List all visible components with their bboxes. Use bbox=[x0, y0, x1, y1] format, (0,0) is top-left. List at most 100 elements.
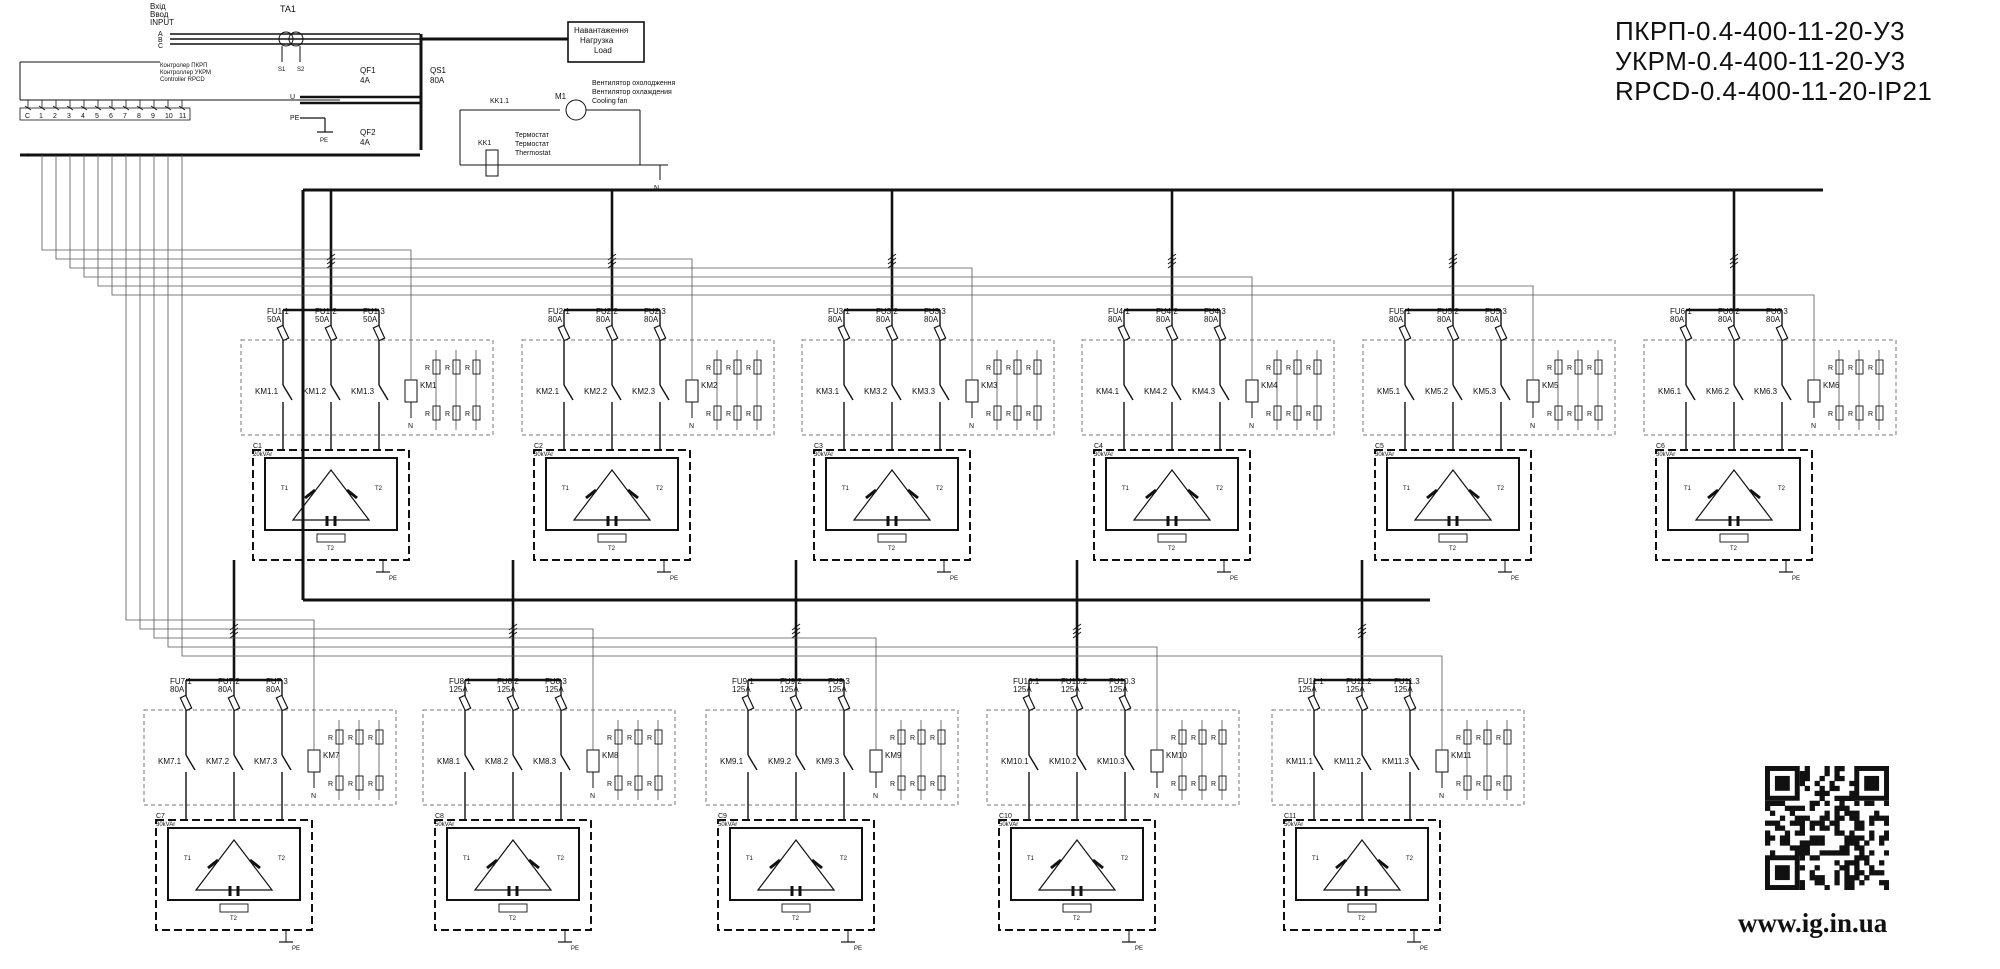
qr-module bbox=[1844, 795, 1850, 802]
contact-blade bbox=[464, 754, 475, 771]
fuse-label: FU2.3 bbox=[644, 307, 666, 316]
resistor bbox=[614, 775, 623, 791]
terminal-label: 6 bbox=[109, 113, 113, 120]
contact-blade bbox=[1313, 754, 1324, 771]
contact-label: KM2.1 bbox=[536, 387, 560, 396]
resistor-label: R bbox=[1496, 735, 1501, 742]
load-line3: Load bbox=[594, 46, 612, 55]
contact-label: KM8.1 bbox=[437, 757, 461, 766]
resistor-label: R bbox=[1006, 411, 1011, 418]
qr-module bbox=[1799, 845, 1805, 851]
qr-module bbox=[1779, 800, 1786, 806]
qr-module bbox=[1854, 820, 1860, 826]
resistor-label: R bbox=[1006, 365, 1011, 372]
qr-module bbox=[1794, 815, 1801, 821]
qr-module bbox=[1809, 835, 1815, 841]
capacitor-plate bbox=[627, 488, 639, 500]
fuse-rating: 125A bbox=[1346, 685, 1365, 694]
qr-module bbox=[1854, 810, 1860, 816]
qr-module bbox=[1794, 850, 1801, 856]
qr-module bbox=[1819, 840, 1825, 846]
qr-module bbox=[1869, 835, 1875, 841]
qr-module bbox=[1849, 835, 1855, 841]
qr-module bbox=[1849, 815, 1855, 821]
fuse-rating: 125A bbox=[780, 685, 799, 694]
qr-module bbox=[1834, 825, 1840, 831]
t2-label: T2 bbox=[1121, 856, 1129, 862]
qr-module bbox=[1819, 880, 1825, 886]
controller-line2: Контроллер УКРМ bbox=[160, 70, 211, 76]
fuse-label: FU11.1 bbox=[1298, 677, 1324, 686]
qr-finder-core bbox=[1774, 865, 1790, 881]
coil-n-label: N bbox=[311, 793, 316, 800]
capacitor-frame bbox=[1105, 457, 1239, 531]
qr-module bbox=[1799, 855, 1805, 861]
resistor bbox=[993, 359, 1002, 375]
resistor-label: R bbox=[1587, 365, 1592, 372]
capacitor-rating: 50kVAr bbox=[999, 822, 1018, 828]
control-wire bbox=[41, 155, 412, 380]
fuse-label: FU11.3 bbox=[1394, 677, 1420, 686]
qr-module bbox=[1774, 800, 1781, 806]
resistor-label: R bbox=[465, 411, 470, 418]
qs1-label: QS1 bbox=[430, 66, 447, 75]
contact-blade bbox=[1123, 384, 1134, 401]
control-wire bbox=[181, 155, 1443, 750]
resistor bbox=[634, 775, 643, 791]
control-wire bbox=[69, 155, 973, 380]
contact-blade bbox=[1781, 384, 1792, 401]
resistor-label: R bbox=[1171, 735, 1176, 742]
qr-module bbox=[1809, 800, 1815, 806]
qr-module bbox=[1809, 840, 1815, 846]
qr-module bbox=[1834, 795, 1840, 802]
qr-module bbox=[1839, 795, 1845, 802]
fuse-symbol bbox=[1355, 694, 1369, 712]
resistor bbox=[1554, 359, 1563, 375]
qr-code-icon bbox=[1765, 766, 1889, 890]
resistor-label: R bbox=[1211, 781, 1216, 788]
t1-label: T1 bbox=[562, 486, 570, 492]
contact-label: KM7.2 bbox=[206, 757, 230, 766]
qr-module bbox=[1789, 805, 1796, 811]
contact-blade bbox=[1452, 384, 1463, 401]
resistor-label: R bbox=[1456, 781, 1461, 788]
resistor bbox=[1033, 359, 1042, 375]
supply-pe: PE bbox=[290, 115, 300, 122]
stage-2: FU2.180AKM2.1FU2.280AKM2.2FU2.380AKM2.3N… bbox=[521, 190, 775, 582]
qr-module bbox=[1804, 766, 1810, 772]
qr-module bbox=[1824, 810, 1830, 816]
resistor bbox=[1463, 729, 1472, 745]
fan-motor-label: M1 bbox=[555, 92, 567, 101]
resistor bbox=[917, 729, 926, 745]
fuse-label: FU6.3 bbox=[1766, 307, 1788, 316]
terminal-label: 4 bbox=[81, 113, 85, 120]
qr-module bbox=[1799, 825, 1805, 831]
qr-module bbox=[1784, 835, 1791, 841]
fan-contact-label: KK1.1 bbox=[490, 98, 509, 105]
qr-module bbox=[1789, 820, 1796, 826]
website-link[interactable]: www.ig.in.ua bbox=[1738, 908, 1888, 938]
qr-module bbox=[1765, 805, 1771, 811]
qr-module bbox=[1869, 850, 1875, 856]
capacitor-plate bbox=[1187, 488, 1199, 500]
control-wire bbox=[167, 155, 1158, 750]
resistor bbox=[472, 359, 481, 375]
qr-module bbox=[1794, 805, 1801, 811]
coil-label: KM4 bbox=[1261, 381, 1278, 390]
contact-label: KM7.1 bbox=[158, 757, 182, 766]
contact-blade bbox=[1500, 384, 1511, 401]
capacitor-delta bbox=[473, 839, 553, 891]
t2-label: T2 bbox=[1497, 486, 1505, 492]
resistor-label: R bbox=[1191, 781, 1196, 788]
terminal-node bbox=[26, 153, 30, 157]
contact-blade bbox=[1361, 754, 1372, 771]
fuse-rating: 125A bbox=[449, 685, 468, 694]
fuse-label: FU1.1 bbox=[267, 307, 289, 316]
qr-module bbox=[1824, 825, 1830, 831]
qr-module bbox=[1824, 850, 1830, 856]
resistor-label: R bbox=[607, 735, 612, 742]
resistor bbox=[452, 405, 461, 421]
capacitor-delta bbox=[572, 469, 652, 521]
terminal-label: 3 bbox=[67, 113, 71, 120]
qr-module bbox=[1834, 805, 1840, 811]
